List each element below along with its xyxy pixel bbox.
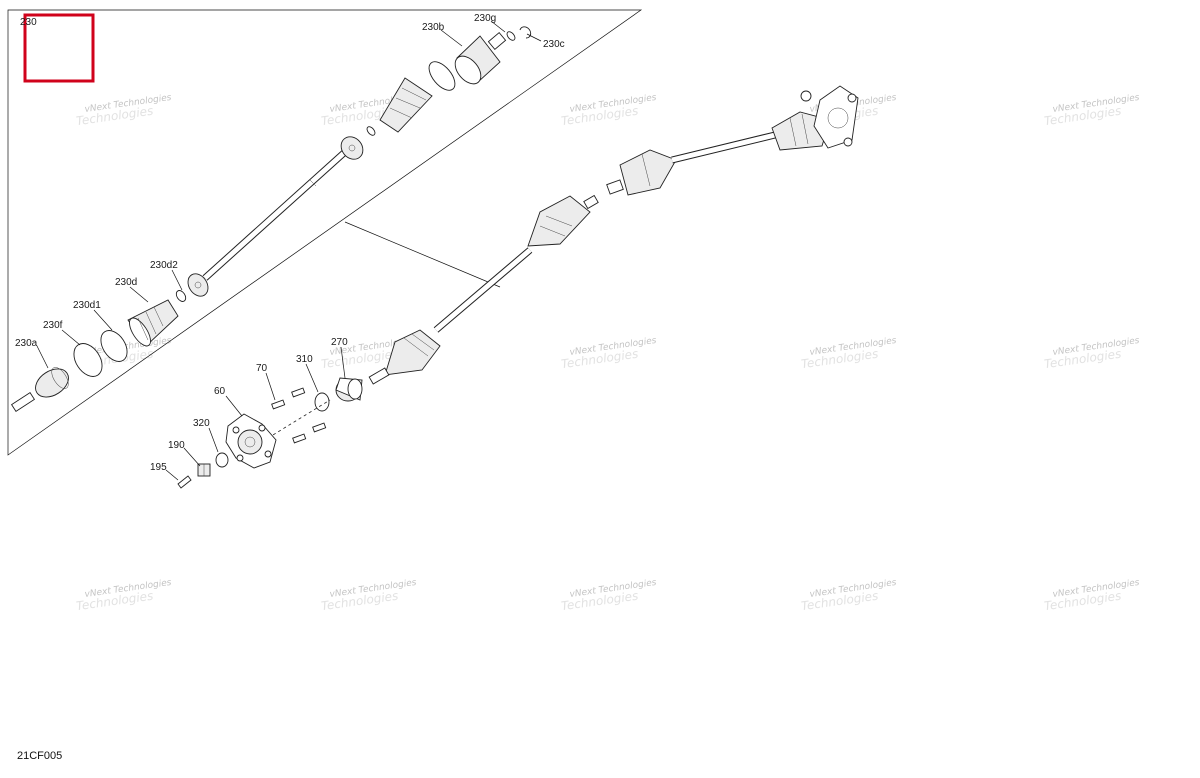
callout-310[interactable]: 310 <box>296 354 313 365</box>
detail-panel-outline <box>7 9 643 456</box>
part-270-bearing[interactable] <box>335 377 363 402</box>
part-195-cotter-pin[interactable] <box>177 475 192 489</box>
callout-70[interactable]: 70 <box>256 363 268 374</box>
part-upper-cv-boot[interactable] <box>379 77 433 133</box>
part-230a-outer-cv-joint[interactable] <box>10 363 74 412</box>
callout-labels: 230 230b 230g 230c 230d2 230d 230d1 230f… <box>15 13 565 473</box>
part-230f-boot-clamp[interactable] <box>68 338 108 381</box>
part-230d1-boot-clamp[interactable] <box>96 326 133 366</box>
part-70-wheel-studs[interactable] <box>271 387 327 444</box>
callout-230a[interactable]: 230a <box>15 338 38 349</box>
part-inner-spider[interactable] <box>184 270 212 300</box>
callout-60[interactable]: 60 <box>214 386 226 397</box>
assembled-driveshaft[interactable] <box>368 194 599 385</box>
callout-230g[interactable]: 230g <box>474 13 496 24</box>
part-inner-joint-end[interactable] <box>337 132 368 163</box>
part-upper-boot-clamp[interactable] <box>424 57 460 95</box>
part-small-ring[interactable] <box>365 125 376 137</box>
part-230d-cv-boot[interactable] <box>125 299 179 349</box>
callout-230[interactable]: 230 <box>20 17 37 28</box>
part-320-washer[interactable] <box>215 452 229 468</box>
part-190-castle-nut[interactable] <box>197 463 211 477</box>
callout-230c[interactable]: 230c <box>543 39 565 50</box>
panel-leader-line <box>344 221 501 288</box>
part-axle-shaft[interactable] <box>202 149 348 281</box>
part-230c-circlip[interactable] <box>519 26 532 39</box>
part-310-circlip[interactable] <box>314 392 330 412</box>
exploded-driveshaft-230 <box>10 26 532 412</box>
hub-assembly <box>177 377 363 489</box>
callout-230f[interactable]: 230f <box>43 320 63 331</box>
callout-230d[interactable]: 230d <box>115 277 137 288</box>
callout-230d2[interactable]: 230d2 <box>150 260 178 271</box>
assembly-axis-line <box>267 399 331 439</box>
part-230g-o-ring[interactable] <box>505 30 516 42</box>
item-230-highlight[interactable] <box>23 13 95 83</box>
callout-320[interactable]: 320 <box>193 418 210 429</box>
diagram-code: 21CF005 <box>17 750 63 762</box>
callout-230b[interactable]: 230b <box>422 22 445 33</box>
part-60-wheel-hub[interactable] <box>225 413 277 469</box>
callout-270[interactable]: 270 <box>331 337 348 348</box>
part-230d2-retaining-ring[interactable] <box>174 289 187 303</box>
callout-195[interactable]: 195 <box>150 462 167 473</box>
second-driveshaft[interactable] <box>606 85 859 196</box>
callout-230d1[interactable]: 230d1 <box>73 300 101 311</box>
callout-190[interactable]: 190 <box>168 440 185 451</box>
leader-lines <box>36 20 542 481</box>
part-230b-inner-housing[interactable] <box>450 32 507 89</box>
